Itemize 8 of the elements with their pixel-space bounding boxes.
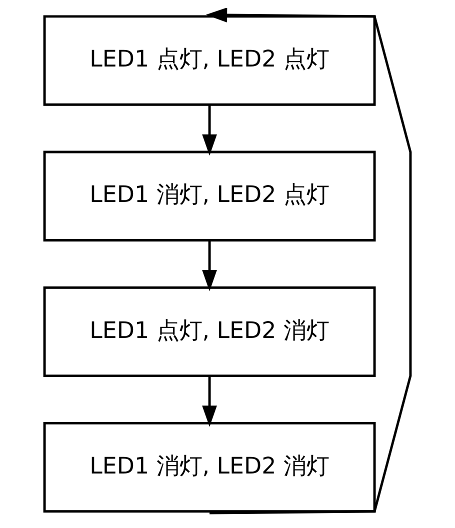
node-box: LED1 消灯, LED2 点灯: [43, 150, 376, 242]
node-box: LED1 点灯, LED2 消灯: [43, 286, 376, 378]
arrow: [202, 104, 217, 156]
arrow: [202, 240, 217, 292]
node-box: LED1 点灯, LED2 点灯: [43, 15, 376, 106]
arrow: [206, 8, 412, 514]
node-box: LED1 消灯, LED2 消灯: [43, 422, 376, 513]
arrow: [202, 376, 217, 427]
